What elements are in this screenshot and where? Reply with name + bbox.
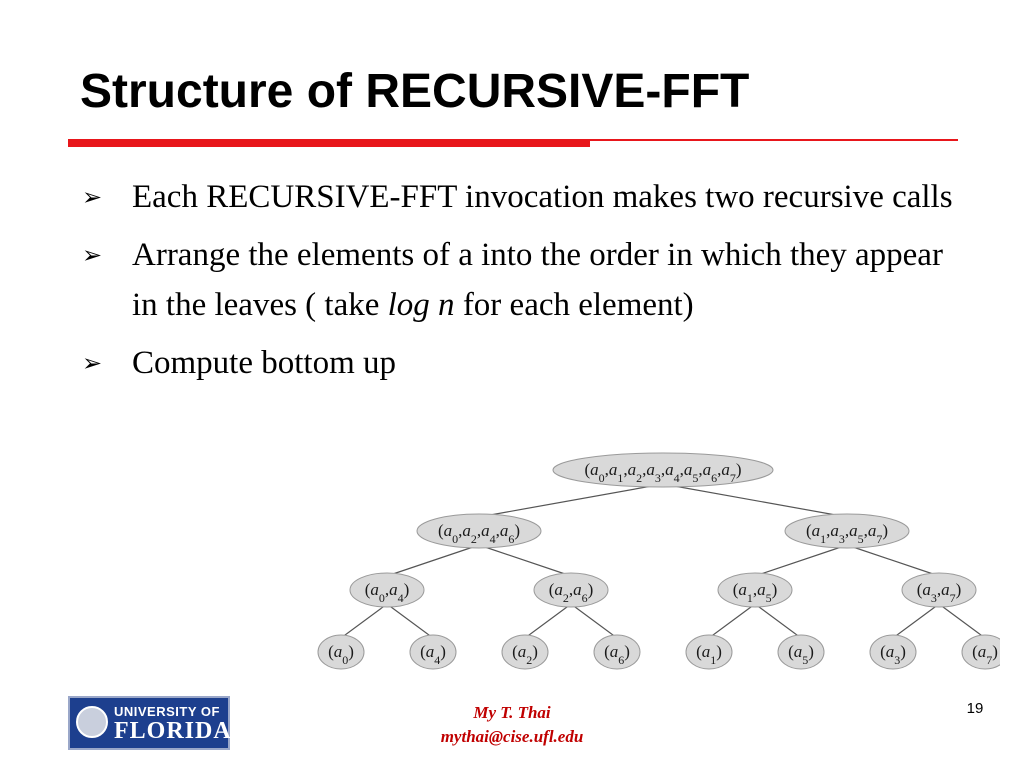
tree-node-ellipse bbox=[961, 634, 1000, 670]
tree-node: (a0,a4) bbox=[349, 572, 425, 608]
tree-node: (a1,a3,a5,a7) bbox=[784, 513, 910, 549]
tree-node-ellipse bbox=[552, 452, 774, 488]
tree-node-ellipse bbox=[349, 572, 425, 608]
tree-node-label: (a3,a7) bbox=[917, 580, 962, 605]
bullet-text: Compute bottom up bbox=[132, 345, 396, 381]
tree-edge bbox=[570, 603, 618, 639]
tree-node-label: (a0,a4) bbox=[365, 580, 410, 605]
tree-node-ellipse bbox=[717, 572, 793, 608]
slide-title: Structure of RECURSIVE-FFT bbox=[80, 65, 750, 118]
page-number: 19 bbox=[966, 700, 984, 717]
tree-node-ellipse bbox=[901, 572, 977, 608]
tree-node-ellipse bbox=[777, 634, 825, 670]
tree-node-label: (a3) bbox=[880, 642, 906, 667]
bullet-item: ➢ Arrange the elements of a into the ord… bbox=[82, 230, 962, 330]
university-of-florida-logo: UNIVERSITY OF FLORIDA bbox=[68, 696, 232, 750]
bullet-text-part: Arrange the elements of a into the order… bbox=[132, 237, 943, 323]
bullet-text: Arrange the elements of a into the order… bbox=[132, 237, 943, 323]
title-underline-thick bbox=[68, 139, 590, 147]
tree-edge bbox=[662, 483, 848, 518]
bullet-text-part: for each element) bbox=[454, 287, 694, 323]
tree-node: (a2,a6) bbox=[533, 572, 609, 608]
footer-email: mythai@cise.ufl.edu bbox=[440, 727, 584, 746]
logo-text-line2: FLORIDA bbox=[114, 718, 232, 744]
tree-node: (a3,a7) bbox=[901, 572, 977, 608]
tree-edge bbox=[892, 603, 940, 639]
bullet-item: ➢ Compute bottom up bbox=[82, 338, 962, 388]
tree-node-ellipse bbox=[784, 513, 910, 549]
arrow-bullet-icon: ➢ bbox=[82, 349, 103, 377]
tree-node: (a1) bbox=[685, 634, 733, 670]
tree-node-ellipse bbox=[317, 634, 365, 670]
tree-node-ellipse bbox=[416, 513, 542, 549]
tree-node-label: (a2,a6) bbox=[549, 580, 594, 605]
tree-node-label: (a2) bbox=[512, 642, 538, 667]
tree-edge bbox=[754, 603, 802, 639]
tree-node: (a6) bbox=[593, 634, 641, 670]
tree-node-label: (a5) bbox=[788, 642, 814, 667]
tree-edge bbox=[340, 603, 388, 639]
tree-edge bbox=[386, 603, 434, 639]
bullet-text: Each RECURSIVE-FFT invocation makes two … bbox=[132, 179, 953, 215]
tree-node: (a3) bbox=[869, 634, 917, 670]
tree-edge bbox=[524, 603, 572, 639]
tree-edge bbox=[708, 603, 756, 639]
tree-node: (a0) bbox=[317, 634, 365, 670]
tree-node-ellipse bbox=[593, 634, 641, 670]
tree-node-label: (a6) bbox=[604, 642, 630, 667]
logo-text-line1: UNIVERSITY OF bbox=[114, 704, 220, 719]
tree-node-ellipse bbox=[869, 634, 917, 670]
university-seal-icon bbox=[76, 706, 108, 738]
bullet-list: ➢ Each RECURSIVE-FFT invocation makes tw… bbox=[82, 172, 962, 396]
tree-edge bbox=[938, 603, 986, 639]
tree-node: (a1,a5) bbox=[717, 572, 793, 608]
tree-node: (a5) bbox=[777, 634, 825, 670]
tree-edge bbox=[386, 544, 480, 577]
tree-node-ellipse bbox=[685, 634, 733, 670]
arrow-bullet-icon: ➢ bbox=[82, 183, 103, 211]
tree-node-label: (a4) bbox=[420, 642, 446, 667]
tree-edge bbox=[478, 483, 664, 518]
tree-node-label: (a0,a2,a4,a6) bbox=[438, 521, 520, 546]
tree-node: (a7) bbox=[961, 634, 1000, 670]
tree-edge bbox=[846, 544, 940, 577]
tree-node-label: (a0) bbox=[328, 642, 354, 667]
tree-node-label: (a1,a5) bbox=[733, 580, 778, 605]
tree-node-label: (a0,a1,a2,a3,a4,a5,a6,a7) bbox=[584, 460, 741, 485]
tree-node-label: (a7) bbox=[972, 642, 998, 667]
tree-node: (a2) bbox=[501, 634, 549, 670]
footer-author: My T. Thai bbox=[473, 703, 551, 722]
tree-node: (a0,a2,a4,a6) bbox=[416, 513, 542, 549]
tree-node-ellipse bbox=[409, 634, 457, 670]
arrow-bullet-icon: ➢ bbox=[82, 241, 103, 269]
tree-node-ellipse bbox=[501, 634, 549, 670]
tree-edge bbox=[754, 544, 848, 577]
tree-node: (a4) bbox=[409, 634, 457, 670]
tree-node: (a0,a1,a2,a3,a4,a5,a6,a7) bbox=[552, 452, 774, 488]
tree-node-label: (a1) bbox=[696, 642, 722, 667]
tree-node-label: (a1,a3,a5,a7) bbox=[806, 521, 888, 546]
bullet-text-italic: log n bbox=[387, 287, 455, 323]
title-underline-thin bbox=[590, 139, 958, 141]
recursion-tree-diagram: (a0,a1,a2,a3,a4,a5,a6,a7) (a0,a2,a4,a6) (a… bbox=[317, 452, 1000, 670]
bullet-item: ➢ Each RECURSIVE-FFT invocation makes tw… bbox=[82, 172, 962, 222]
tree-edge bbox=[478, 544, 572, 577]
tree-node-ellipse bbox=[533, 572, 609, 608]
